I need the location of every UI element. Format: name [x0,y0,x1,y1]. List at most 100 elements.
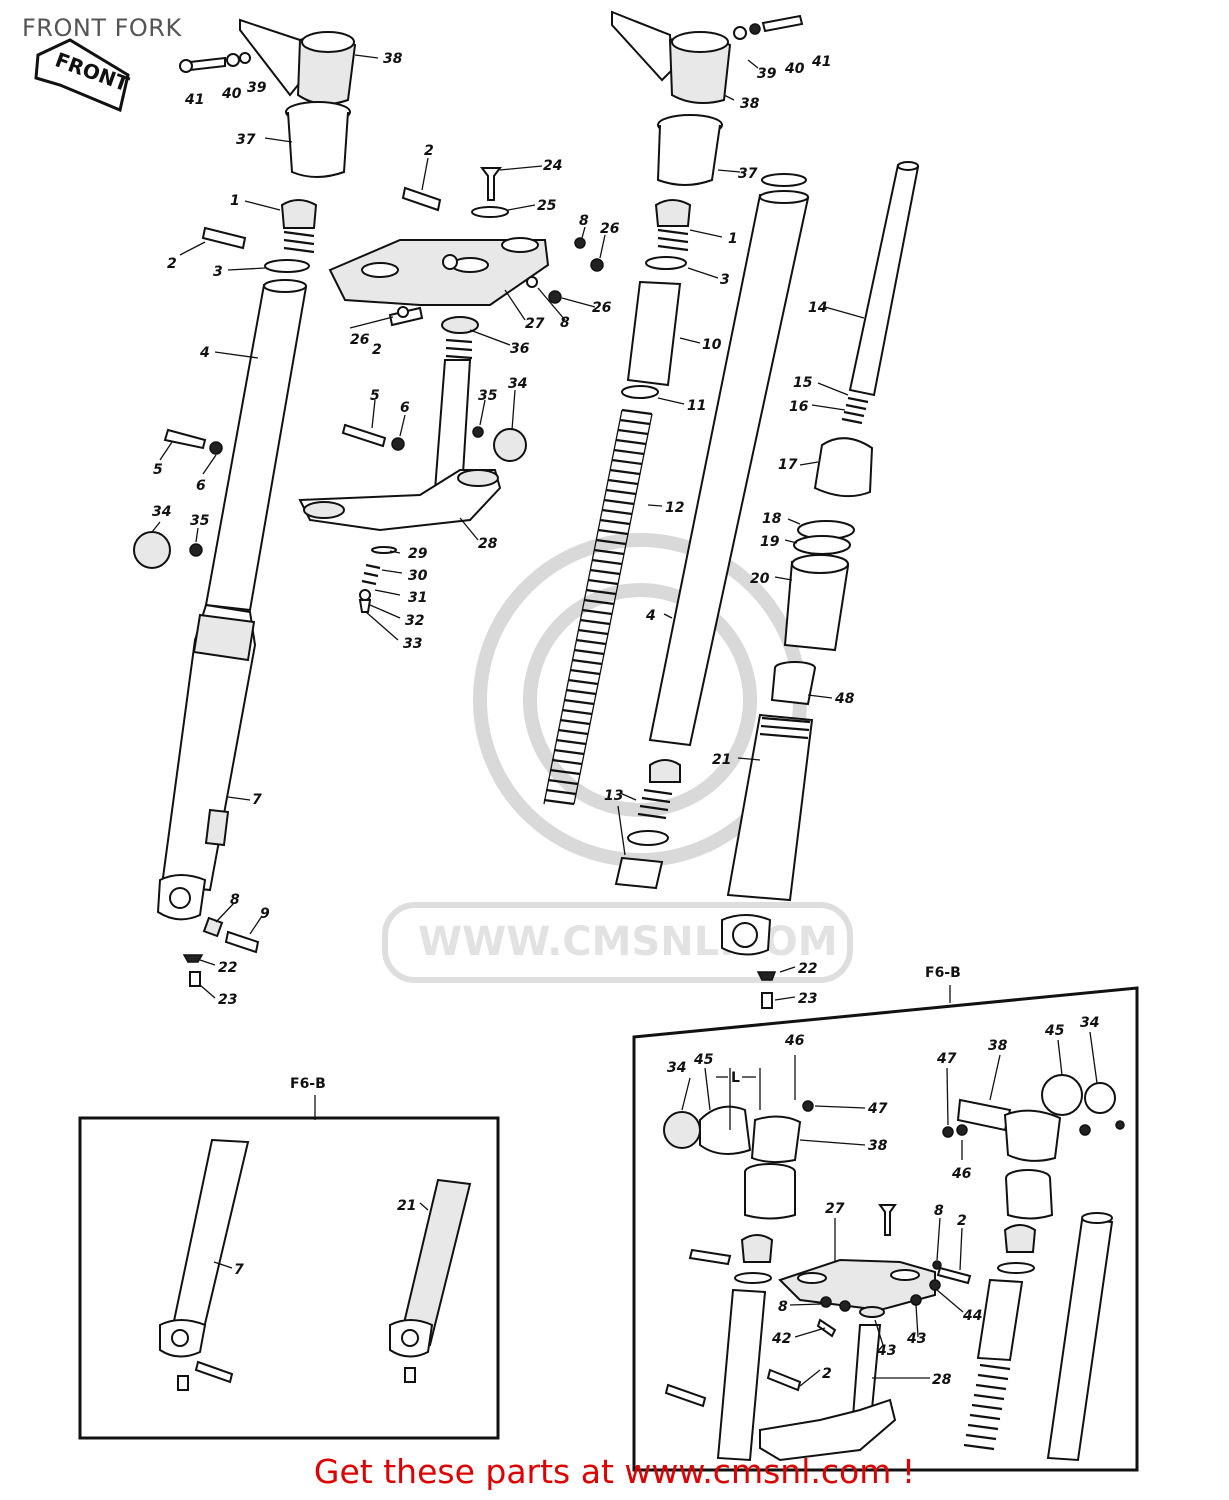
callout-38-right: 38 [740,96,760,112]
watermark-text: WWW.CMSNL.COM [418,919,838,965]
callout-6: 6 [196,478,206,494]
left-fork-assembly [133,18,357,987]
inset-callout-43-center: 43 [876,1343,896,1359]
callout-26-left: 26 [350,332,370,348]
inset-callout-2-top: 2 [957,1213,967,1229]
callout-36: 36 [510,341,530,357]
callout-26-right: 26 [592,300,612,316]
inset-callout-44: 44 [962,1308,982,1324]
callout-3: 3 [213,264,223,280]
leader-lines [151,54,1098,1387]
page-title: FRONT FORK [22,14,182,42]
callout-22: 22 [218,960,237,976]
callout-35-center: 35 [478,388,498,404]
callout-39-right: 39 [757,66,777,82]
inset-callout-34-left: 34 [667,1060,686,1076]
callout-8: 8 [230,892,240,908]
footer-parts-link[interactable]: Get these parts at www.cmsnl.com ! [313,1452,916,1491]
inset-callout-38-right: 38 [988,1038,1008,1054]
callout-19: 19 [760,534,780,550]
callout-2-left: 2 [372,342,382,358]
callout-28: 28 [478,536,498,552]
dimension-l: L [731,1070,740,1086]
inset-callout-43-right: 43 [906,1331,926,1347]
callout-18: 18 [762,511,782,527]
callout-2-center: 2 [424,143,434,159]
callout-38: 38 [383,51,403,67]
callout-2: 2 [167,256,177,272]
fork-spring [543,408,653,806]
callout-31: 31 [408,590,427,606]
callout-9: 9 [260,906,270,922]
callout-34-center: 34 [508,376,527,392]
steering-stem-assembly [201,167,604,613]
callout-30: 30 [408,568,428,584]
callout-40-right: 40 [784,61,805,77]
inset-callout-7: 7 [234,1262,244,1278]
inset-labels: F6-B 7 21 F6-B 34 45 L 46 47 38 47 38 45… [234,965,1099,1388]
inset-right-title: F6-B [925,965,961,981]
callout-13: 13 [604,788,623,804]
callout-26-top: 26 [600,221,620,237]
callout-5-center: 5 [370,388,380,404]
right-fork-exploded [543,10,920,1009]
callout-39: 39 [247,80,267,96]
inset-right [632,986,1139,1472]
callout-32: 32 [405,613,424,629]
callout-4: 4 [199,345,210,361]
callout-23: 23 [218,992,237,1008]
callout-23-right: 23 [798,991,817,1007]
inset-left [78,1116,500,1440]
callout-17: 17 [778,457,798,473]
callout-7: 7 [252,792,262,808]
callout-1-right: 1 [728,231,738,247]
inset-callout-34-right: 34 [1080,1015,1099,1031]
callout-25: 25 [537,198,557,214]
callout-10: 10 [702,337,722,353]
callout-34: 34 [152,504,171,520]
inset-left-title: F6-B [290,1076,326,1092]
callout-35: 35 [190,513,210,529]
callout-1: 1 [230,193,240,209]
callout-11: 11 [687,398,706,414]
inset-callout-42: 42 [771,1331,791,1347]
inset-callout-46-right: 46 [951,1166,972,1182]
inset-callout-47-right: 47 [936,1051,957,1067]
inset-callout-8-top: 8 [934,1203,944,1219]
callout-41: 41 [184,92,204,108]
callout-22-right: 22 [798,961,817,977]
callout-14: 14 [808,300,827,316]
inset-callout-28: 28 [932,1372,952,1388]
callout-3-right: 3 [720,272,730,288]
callout-41-right: 41 [811,54,831,70]
inset-callout-47-left: 47 [867,1101,888,1117]
callout-4-right: 4 [645,608,656,624]
inset-callout-21: 21 [397,1198,416,1214]
inset-callout-46-left: 46 [784,1033,805,1049]
callout-5: 5 [153,462,163,478]
inset-callout-8-left: 8 [778,1299,788,1315]
callout-37-right: 37 [738,166,758,182]
callout-48: 48 [834,691,855,707]
callout-20: 20 [750,571,770,587]
callout-40: 40 [221,86,242,102]
inset-callout-38-left: 38 [868,1138,888,1154]
inset-callout-27: 27 [825,1201,845,1217]
callout-6-center: 6 [400,400,410,416]
callout-29: 29 [408,546,428,562]
callout-33: 33 [403,636,422,652]
callout-21: 21 [712,752,731,768]
callout-24: 24 [543,158,562,174]
callout-37: 37 [236,132,256,148]
callout-27: 27 [525,316,545,332]
callout-8-top: 8 [579,213,589,229]
inset-callout-2-bottom: 2 [822,1366,832,1382]
inset-callout-45-left: 45 [693,1052,714,1068]
callout-15: 15 [793,375,813,391]
inset-callout-45-right: 45 [1044,1023,1065,1039]
callout-labels: 38 41 40 39 37 1 2 3 4 5 6 34 35 7 8 9 2… [152,51,855,1008]
callout-12: 12 [665,500,684,516]
callout-8-right: 8 [560,315,570,331]
front-arrow: FRONT [34,38,132,113]
